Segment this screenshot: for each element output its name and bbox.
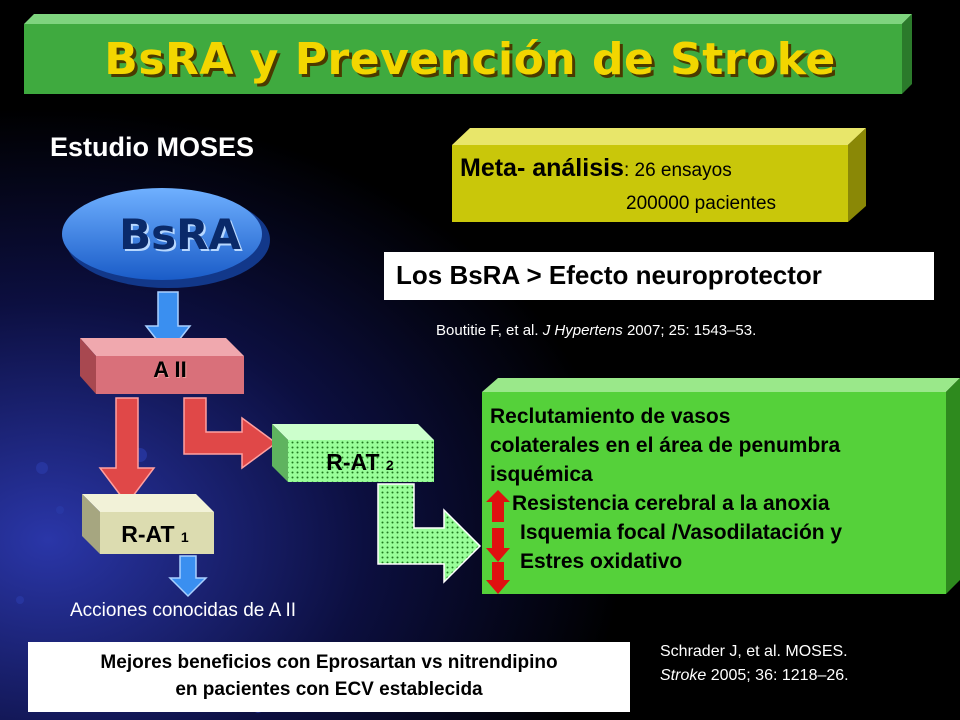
meta-analysis-trials: : 26 ensayos (623, 160, 732, 181)
meta-analysis-patients: 200000 pacientes (626, 193, 777, 214)
receptor2-name: R-AT (326, 449, 386, 475)
reference-1: Boutitie F, et al. J Hypertens 2007; 25:… (436, 322, 756, 339)
arrow-receptor2-to-effects (377, 483, 482, 584)
meta-analysis-box (452, 128, 866, 222)
reference-2: Schrader J, et al. MOSES. Stroke 2005; 3… (660, 640, 849, 688)
arrow-receptor1-actions (168, 555, 208, 598)
meta-analysis-line1: Meta- análisis: 26 ensayos (460, 154, 732, 183)
conclusion-box: Mejores beneficios con Eprosartan vs nit… (28, 642, 630, 712)
angiotensin-label: A II (153, 357, 187, 382)
effect-line: Estres oxidativo (520, 550, 683, 573)
effects-list: Reclutamiento de vasos colaterales en el… (490, 402, 945, 576)
receptor2-subscript: 2 (385, 457, 394, 473)
effect-line: colaterales en el área de penumbra (490, 434, 841, 457)
reference-2-line2: Stroke 2005; 36: 1218–26. (660, 664, 849, 688)
effect-line: Resistencia cerebral a la anoxia (512, 492, 830, 515)
effect-line: Reclutamiento de vasos (490, 405, 731, 428)
actions-note: Acciones conocidas de A II (70, 600, 297, 621)
drug-ellipse (62, 188, 270, 288)
receptor1-subscript: 1 (180, 529, 189, 545)
decrease-arrow-icon (486, 528, 510, 562)
receptor1-box (82, 494, 214, 554)
effects-box (482, 378, 960, 594)
angiotensin-box (80, 338, 244, 394)
arrow-angiotensin-to-receptor1 (98, 397, 156, 506)
receptor1-name: R-AT (121, 521, 181, 547)
reference-2-line1: Schrader J, et al. MOSES. (660, 643, 848, 660)
reference-2-journal: Stroke (660, 667, 707, 684)
study-label: Estudio MOSES (50, 132, 255, 162)
title-banner (24, 14, 912, 94)
conclusion-line2: en pacientes con ECV establecida (175, 679, 483, 700)
reference-1-journal: J Hypertens (542, 322, 623, 339)
effect-line: isquémica (490, 463, 593, 486)
conclusion-line1: Mejores beneficios con Eprosartan vs nit… (100, 652, 558, 673)
effect-statement: Los BsRA > Efecto neuroprotector (384, 252, 934, 300)
meta-analysis-label: Meta- análisis (460, 154, 624, 182)
effect-line: Isquemia focal /Vasodilatación y (520, 521, 843, 544)
decrease-arrow-icon-2 (486, 562, 510, 594)
receptor1-label: R-AT 1 (100, 521, 210, 548)
receptor2-box (272, 424, 434, 482)
reference-2-details: 2005; 36: 1218–26. (706, 667, 849, 684)
drug-label: BsRA (119, 210, 241, 259)
arrow-angiotensin-to-receptor2 (183, 397, 278, 470)
slide-title: BsRA y Prevención de Stroke (104, 34, 836, 85)
reference-1-details: 2007; 25: 1543–53. (622, 322, 757, 339)
increase-arrow-icon (486, 490, 510, 522)
reference-1-authors: Boutitie F, et al. (436, 322, 543, 339)
receptor2-label: R-AT 2 (290, 449, 430, 476)
